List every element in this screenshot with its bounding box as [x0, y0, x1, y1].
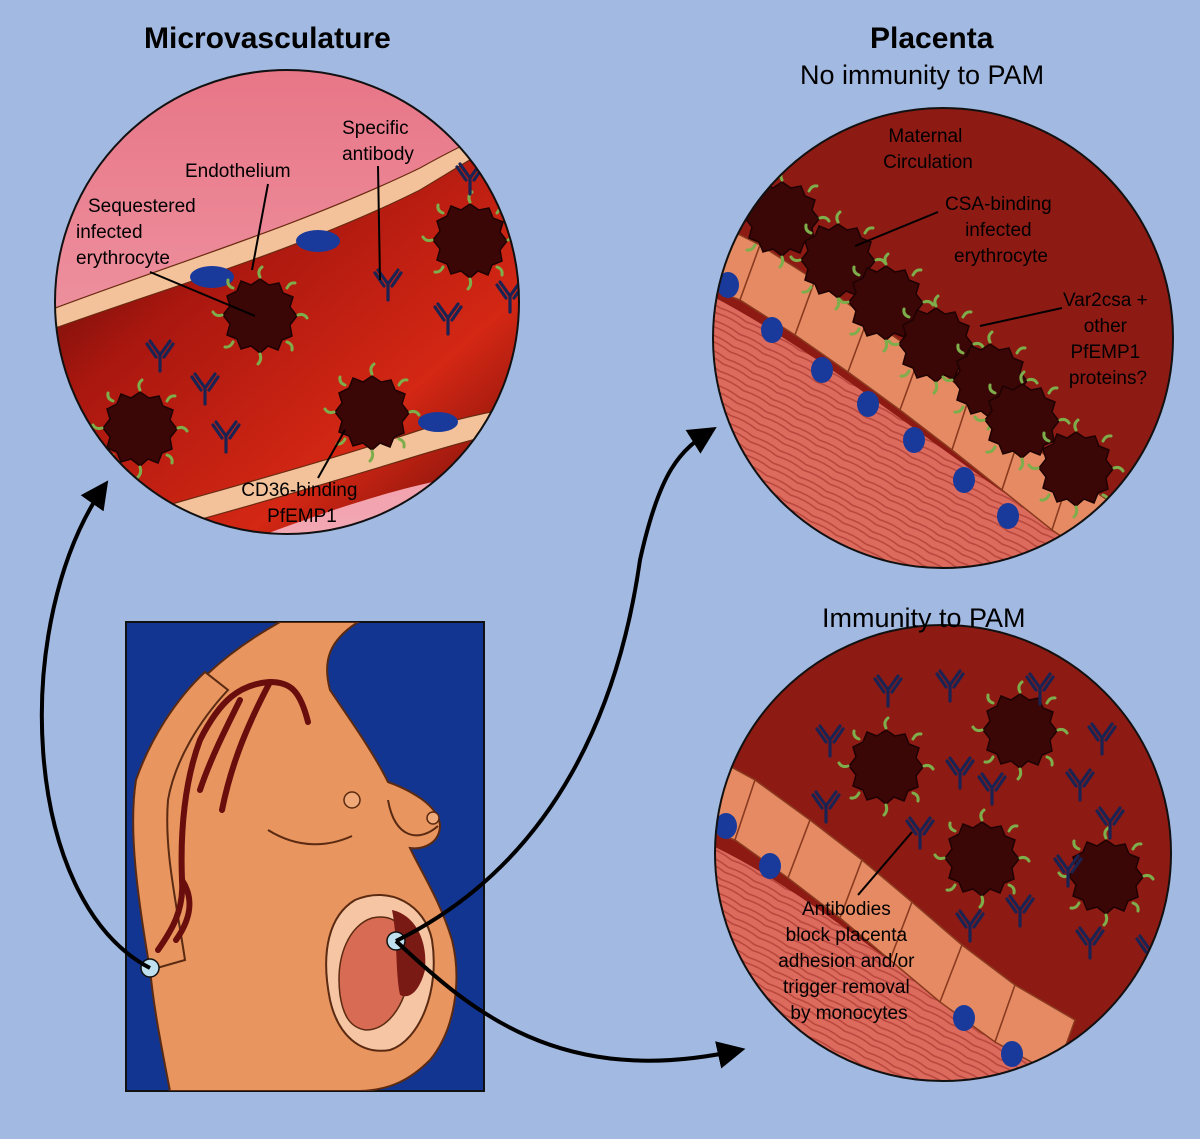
label-sequestered-erythrocyte: Sequestered infected erythrocyte: [76, 196, 201, 269]
heading-no-immunity: No immunity to PAM: [800, 60, 1044, 90]
placenta-no-immunity-circle: [712, 107, 1174, 569]
heading-microvasculature: Microvasculature: [144, 22, 391, 55]
label-csa-binding-erythrocyte: CSA-binding infected erythrocyte: [945, 194, 1057, 267]
label-maternal-circulation: Maternal Circulation: [883, 126, 973, 173]
arrow-to-immunity: [394, 939, 746, 1069]
arrow-to-microvasculature: [39, 480, 151, 970]
connector-arrows: [39, 427, 746, 1069]
heading-placenta: Placenta: [870, 22, 994, 55]
pregnant-woman-panel: [125, 621, 485, 1092]
label-antibodies-block: Antibodies block placenta adhesion and/o…: [778, 899, 920, 1024]
heading-immunity: Immunity to PAM: [822, 603, 1026, 633]
label-var2csa: Var2csa + other PfEMP1 proteins?: [1063, 290, 1153, 389]
immunity-circle: [714, 624, 1172, 1082]
label-endothelium: Endothelium: [185, 161, 291, 182]
arrow-to-placenta: [395, 427, 717, 943]
label-specific-antibody: Specific antibody: [342, 118, 414, 165]
label-cd36-binding-pfemp1: CD36-binding PfEMP1: [241, 480, 362, 527]
microvasculature-circle: [54, 69, 520, 535]
